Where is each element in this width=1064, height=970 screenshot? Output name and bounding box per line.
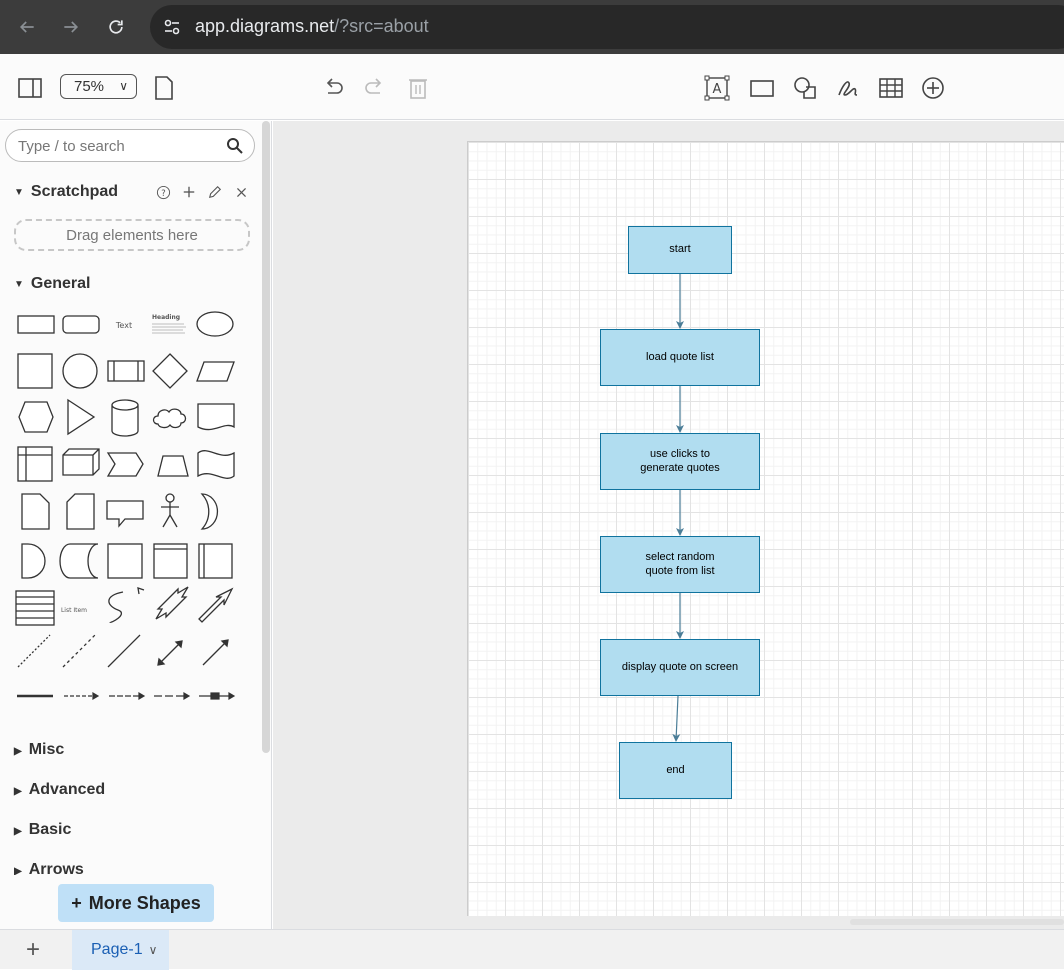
insert-icon[interactable] [919,74,947,102]
shape-process [107,360,145,382]
shapes-sidebar: Type / to search ▼Scratchpad ? Drag elem… [0,121,272,929]
svg-text:?: ? [161,187,165,197]
scratchpad-header[interactable]: ▼Scratchpad [14,183,119,200]
page-tabs-bar: + Page-1∨ [0,929,1064,970]
canvas-horizontal-scrollbar[interactable] [850,919,1064,925]
shape-data-storage [59,543,99,579]
chevron-down-icon[interactable]: ∨ [148,943,158,957]
shape-palette[interactable]: Text Heading List Item [0,301,262,721]
shape-rounded-rectangle [62,315,100,334]
site-settings-icon[interactable] [162,17,182,37]
rectangle-icon[interactable] [748,74,776,102]
shape-triangle [67,398,96,436]
svg-text:A: A [713,82,722,97]
shape-dotted-line [17,634,51,668]
shape-note [21,493,50,530]
sidebar-section-misc[interactable]: ▶Misc [14,741,65,758]
shape-text: Text [115,321,132,330]
shape-delay [21,543,46,579]
shape-arrow [198,587,234,623]
edit-icon[interactable] [206,183,224,201]
caret-right-icon: ▶ [14,866,22,875]
more-shapes-button[interactable]: +More Shapes [58,884,214,922]
sidebar-section-advanced[interactable]: ▶Advanced [14,781,106,798]
shape-hexagon [18,401,54,433]
shape-callout [106,500,144,528]
flow-node-start[interactable]: start [628,226,732,274]
shape-card [66,493,95,530]
caret-right-icon: ▶ [14,746,22,757]
shape-trapezoid [157,455,189,477]
shape-cylinder [111,399,139,437]
caret-right-icon: ▶ [14,786,22,797]
browser-bar: app.diagrams.net/?src=about [0,0,1064,54]
shapes-icon[interactable] [791,74,819,102]
shape-or [200,493,219,530]
page-tab-current[interactable]: Page-1∨ [72,930,169,970]
freehand-icon[interactable] [834,74,862,102]
shape-rectangle [17,315,55,334]
diagram-page[interactable] [467,141,1064,916]
caret-right-icon: ▶ [14,826,22,837]
sidebar-scrollbar[interactable] [262,121,270,753]
shape-bidirectional-connector [157,640,183,666]
connector-palette[interactable] [0,687,262,707]
caret-down-icon: ▼ [14,278,24,290]
url-text: app.diagrams.net/?src=about [195,16,429,36]
shape-curve [108,591,124,623]
shape-swimlane [153,543,188,579]
add-icon[interactable] [180,183,198,201]
flow-node-clicks[interactable]: use clicks to generate quotes [600,433,760,490]
text-icon[interactable]: A [703,74,731,102]
shape-circle [62,353,98,389]
search-icon[interactable] [226,137,244,155]
close-icon[interactable] [232,183,250,201]
page-icon[interactable] [150,74,178,102]
shape-ellipse [196,311,234,337]
search-input[interactable]: Type / to search [5,129,255,162]
reload-icon[interactable] [101,12,131,42]
table-icon[interactable] [877,74,905,102]
shape-diamond [152,353,188,389]
shape-square [17,353,53,389]
shape-list [15,590,55,626]
address-bar[interactable]: app.diagrams.net/?src=about [150,5,1064,49]
add-page-icon[interactable]: + [26,936,41,963]
scratchpad-dropzone[interactable]: Drag elements here [14,219,250,251]
flow-node-display[interactable]: display quote on screen [600,639,760,696]
shape-directional-connector [202,639,229,666]
shape-line [107,634,141,668]
shape-cube [62,448,100,476]
shape-container [107,543,143,579]
shape-cloud [152,408,187,429]
shape-heading: Heading [152,314,180,321]
shape-bidirectional-arrow [155,586,189,620]
shape-dashed-line [62,634,96,668]
shape-document [197,403,235,431]
shape-internal-storage [17,446,53,482]
help-icon[interactable]: ? [154,183,172,201]
forward-icon[interactable] [56,12,86,42]
zoom-select[interactable]: 75%∨ [60,74,137,99]
undo-icon[interactable] [319,74,347,102]
delete-icon[interactable] [404,74,432,102]
toolbar: 75%∨ A [0,54,1064,120]
caret-down-icon: ▼ [14,186,24,198]
shape-step [106,452,144,477]
plus-icon: + [71,892,82,913]
shape-tape [197,450,235,479]
format-panel-icon[interactable] [16,74,44,102]
shape-parallelogram [196,361,235,382]
sidebar-section-basic[interactable]: ▶Basic [14,821,72,838]
shape-list-item: List Item [61,607,87,614]
redo-icon[interactable] [361,74,389,102]
back-icon[interactable] [12,12,42,42]
flow-node-load[interactable]: load quote list [600,329,760,386]
flow-node-select[interactable]: select random quote from list [600,536,760,593]
general-header[interactable]: ▼General [14,275,91,292]
sidebar-section-arrows[interactable]: ▶Arrows [14,861,84,875]
chevron-down-icon: ∨ [119,79,128,93]
flow-node-end[interactable]: end [619,742,732,799]
